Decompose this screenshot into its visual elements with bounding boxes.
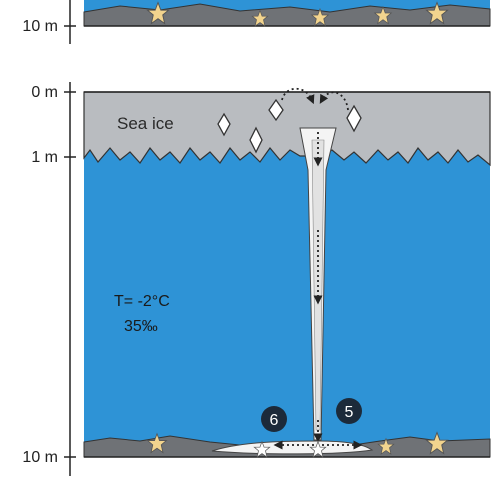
starfish-icon [310,7,330,27]
main-panel: 6 5 Sea ice T= -2°C 35‰ 0 m 1 m 10 m [22,82,491,476]
starfish-icon [373,5,393,25]
starfish-icon [146,432,168,454]
starfish-icon [251,9,269,27]
water-column [84,145,490,455]
sea-ice-layer [83,91,491,167]
depth-label-0m: 0 m [31,84,58,101]
depth-label-10m: 10 m [22,449,58,466]
top-panel: 10 m [22,0,491,44]
diamond-crystal-icon [268,98,284,122]
diamond-crystal-icon [249,126,263,154]
starfish-icon [425,1,449,25]
brine-drain-arrow-left [281,87,315,105]
numbered-circle-icon: 6 [261,406,287,432]
depth-label-1m: 1 m [31,149,58,166]
diamond-crystal-icon [346,104,362,133]
top-axis-label-10m: 10 m [22,18,58,35]
sea-ice-label: Sea ice [117,114,174,133]
numbered-circle-icon: 5 [336,398,362,424]
starfish-icon [253,440,271,458]
starfish-icon [425,431,449,455]
temperature-label: T= -2°C [114,293,170,310]
top-seabed [83,3,491,27]
salinity-label: 35‰ [124,318,158,335]
starfish-icon [309,440,327,458]
brine-drain-arrow-right [319,91,349,111]
starfish-icon [146,1,170,25]
step-label-5: 5 [345,404,354,421]
step-label-6: 6 [270,412,279,429]
diamond-crystal-icon [217,112,231,137]
starfish-icon [377,437,395,455]
